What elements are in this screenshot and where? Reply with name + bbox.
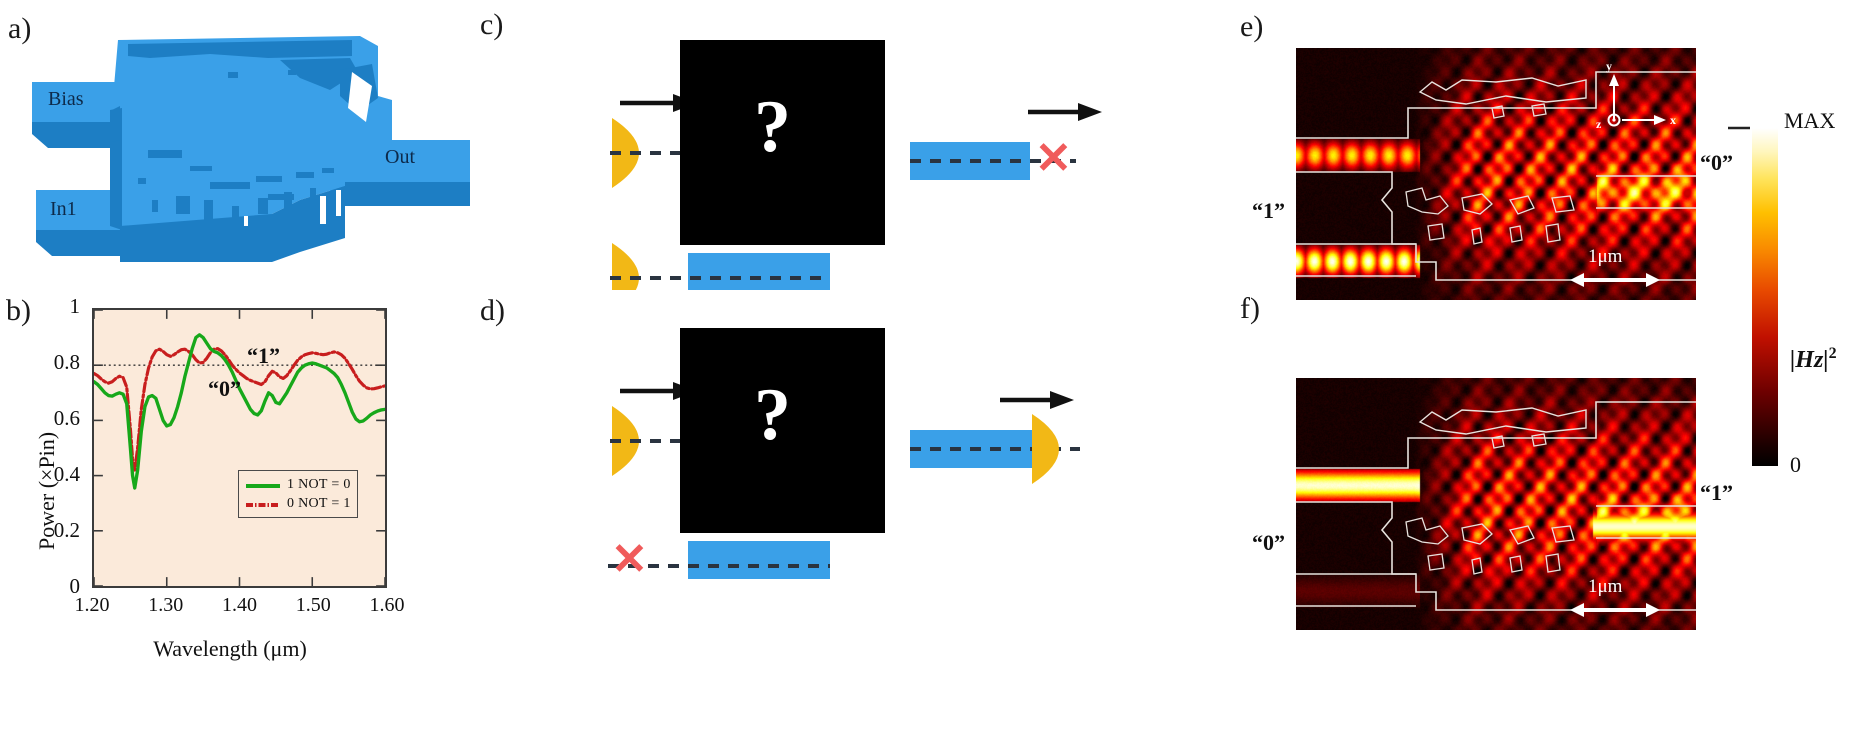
chart-xtick-1.40: 1.40	[222, 594, 257, 616]
chart-ytick-0.6: 0.6	[53, 406, 80, 430]
panel-e-overlay: y x z	[1296, 59, 1696, 287]
legend-label-1: 0 NOT = 1	[287, 495, 351, 511]
panel-d-logic-diagram: d) ✕ ?	[470, 288, 1050, 588]
panel-a-device-schematic: a)	[0, 0, 470, 285]
chart-xtick-1.20: 1.20	[74, 594, 110, 616]
colorbar-min-label: 0	[1790, 452, 1801, 477]
chart-ytick-0.8: 0.8	[53, 350, 80, 374]
axes-indicator-e: y x z	[1596, 59, 1676, 131]
panel-e-input-label: “1”	[1252, 198, 1285, 223]
input-taper-bottom	[612, 243, 639, 290]
colorbar-max-label: MAX	[1784, 108, 1836, 133]
colorbar-gradient	[1752, 128, 1778, 466]
output-taper-d	[1032, 414, 1059, 484]
chart-y-axis-title: Power (×Pin)	[34, 431, 59, 550]
chart-ytick-0.2: 0.2	[53, 518, 80, 542]
legend-swatch-solid-green	[245, 479, 281, 491]
panel-e-scalebar-label: 1μm	[1588, 246, 1623, 267]
panel-c-blackbox: ?	[680, 40, 885, 245]
chart-xtick-1.60: 1.60	[369, 594, 405, 616]
device-3d-render	[32, 36, 470, 262]
panel-a-label-out: Out	[385, 146, 415, 168]
colorbar-max-tick-icon	[1728, 126, 1750, 130]
chart-svg	[94, 310, 385, 586]
panel-c-question-mark: ?	[754, 86, 791, 168]
chart-legend: 1 NOT = 0 0 NOT = 1	[238, 470, 358, 518]
panel-a-letter: a)	[8, 12, 32, 45]
panel-f-field-canvas	[1296, 378, 1696, 630]
panel-d-blackbox: ?	[680, 328, 885, 533]
panel-b-letter: b)	[6, 294, 31, 327]
legend-label-0: 1 NOT = 0	[287, 476, 351, 492]
panel-f-letter: f)	[1240, 292, 1260, 325]
panel-d-output-graphics	[910, 391, 1080, 484]
panel-f-input-label: “0”	[1252, 530, 1285, 555]
chart-annotation-zero: “0”	[208, 376, 241, 401]
chart-series-0-NOT-1	[94, 347, 385, 472]
panel-c-letter: c)	[480, 8, 504, 41]
panel-f-field-map: 1μm	[1296, 378, 1696, 630]
chart-tick-marks	[94, 310, 385, 586]
output-blocked-x-icon-c: ✕	[1035, 134, 1072, 183]
panel-f-output-label: “1”	[1700, 480, 1733, 505]
chart-ytick-0: 0	[69, 574, 81, 598]
svg-text:x: x	[1670, 113, 1676, 127]
colorbar-quantity-label: |Hz|2	[1790, 345, 1837, 374]
panel-e-output-label: “0”	[1700, 150, 1733, 175]
panel-b-spectrum-chart: b) 0 0.2 0.4 0.6 0.8 1 1.20 1.30 1.40 1.50 1.60 P…	[0, 288, 460, 756]
chart-xtick-1.50: 1.50	[295, 594, 331, 616]
panel-e-letter: e)	[1240, 10, 1264, 43]
svg-text:z: z	[1596, 117, 1602, 131]
chart-xtick-1.30: 1.30	[148, 594, 184, 616]
chart-ytick-0.4: 0.4	[53, 462, 80, 486]
panel-a-label-bias: Bias	[48, 88, 84, 110]
panel-d-question-mark: ?	[754, 374, 791, 456]
input-taper-top	[612, 118, 639, 188]
scale-bar-f	[1570, 603, 1660, 617]
chart-x-axis-title: Wavelength (μm)	[153, 636, 307, 661]
legend-row-1: 0 NOT = 1	[245, 494, 351, 513]
colorbar-quantity-text: |Hz|	[1790, 347, 1829, 373]
panel-c-output-graphics	[910, 103, 1102, 180]
chart-series-1-NOT-0	[94, 333, 385, 490]
panel-f-scalebar-label: 1μm	[1588, 576, 1623, 597]
scale-bar-e	[1570, 273, 1660, 287]
colorbar-quantity-exponent: 2	[1828, 345, 1837, 362]
panel-f-overlay	[1296, 401, 1696, 617]
svg-text:y: y	[1606, 59, 1612, 73]
panel-a-label-in1: In1	[50, 198, 77, 220]
chart-plot-area	[92, 308, 387, 588]
chart-annotation-one: “1”	[247, 343, 280, 368]
panel-c-logic-diagram: c) ?	[470, 0, 1050, 290]
panel-e-field-canvas	[1296, 48, 1696, 300]
chart-ytick-1: 1	[69, 294, 81, 318]
input-waveguide-bottom-d	[688, 541, 830, 579]
panel-e-field-map: y x z 1μm	[1296, 48, 1696, 300]
legend-swatch-dashdot-red	[245, 498, 281, 510]
input-waveguide-bottom	[688, 253, 830, 290]
input-blocked-x-icon-d: ✕	[611, 535, 648, 584]
input-taper-top-d	[612, 406, 639, 476]
legend-row-0: 1 NOT = 0	[245, 475, 351, 494]
panel-d-letter: d)	[480, 294, 505, 327]
